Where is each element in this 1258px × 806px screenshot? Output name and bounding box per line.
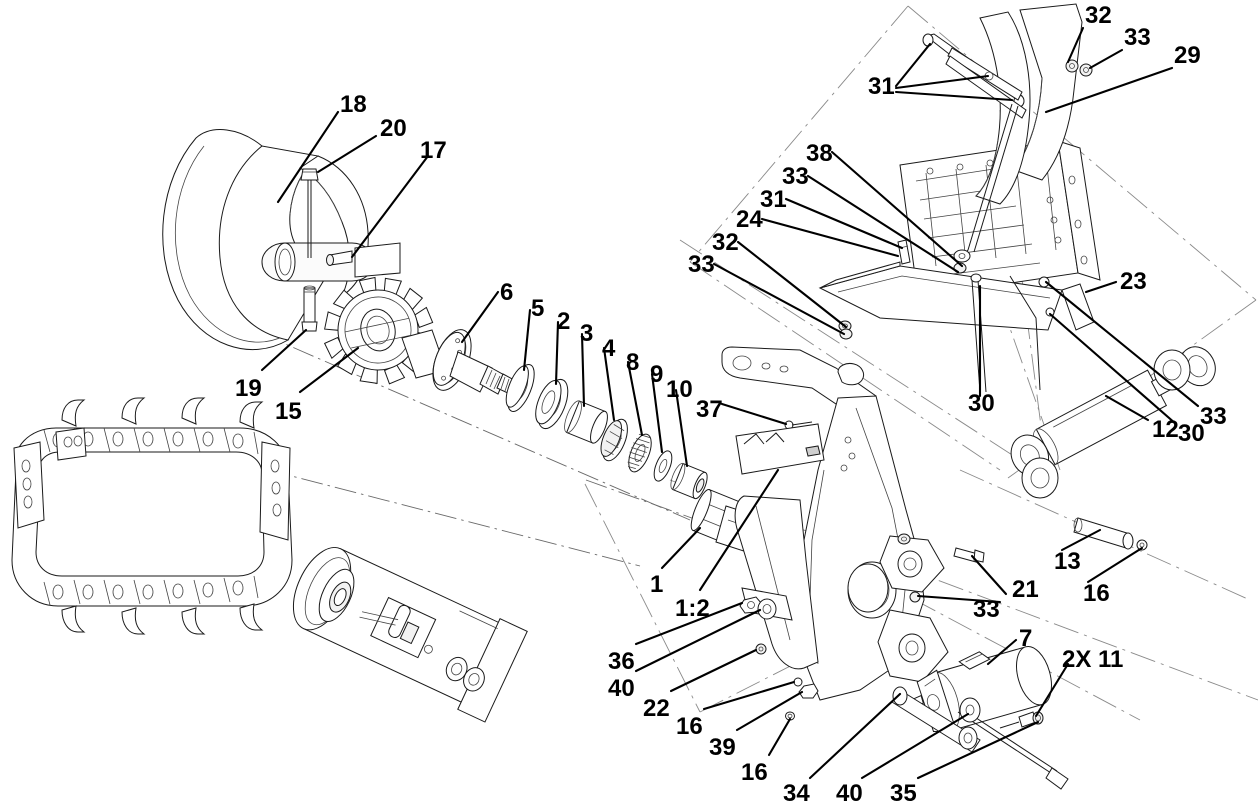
boom-tip-idler	[292, 547, 528, 723]
callout-1-2: 1:2	[675, 595, 710, 622]
auger-assembly	[162, 129, 401, 351]
callout-5: 5	[531, 295, 545, 322]
digging-chain	[11, 397, 293, 635]
callout-40-b: 40	[836, 780, 863, 806]
leader-lines	[260, 26, 1200, 780]
main-boom-frame	[721, 346, 949, 701]
callout-16-a: 16	[676, 713, 703, 740]
callout-32-b: 32	[712, 229, 739, 256]
callout-30-b: 30	[1178, 420, 1205, 447]
callout-36: 36	[608, 648, 635, 675]
callout-33-c: 33	[1200, 403, 1227, 430]
callout-40-a: 40	[608, 675, 635, 702]
callout-29: 29	[1174, 42, 1201, 69]
callout-10: 10	[666, 376, 693, 403]
callout-17: 17	[420, 137, 447, 164]
hydraulic-cylinder	[953, 346, 1216, 563]
callout-21: 21	[1012, 576, 1039, 603]
callout-31-b: 31	[760, 186, 787, 213]
callout-20: 20	[380, 115, 407, 142]
callout-33-d: 33	[973, 596, 1000, 623]
shaft-and-hub	[401, 329, 517, 395]
callout-8: 8	[626, 349, 640, 376]
backfill-blade-assembly	[818, 3, 1101, 393]
callout-23: 23	[1120, 268, 1147, 295]
callout-2x11: 2X 11	[1062, 646, 1124, 673]
callout-38: 38	[806, 140, 833, 167]
callout-12: 12	[1152, 416, 1179, 443]
callout-33-e: 33	[1124, 24, 1151, 51]
callout-34: 34	[783, 780, 810, 806]
callout-33-a: 33	[782, 163, 809, 190]
callout-15: 15	[275, 398, 302, 425]
callout-7: 7	[1019, 625, 1033, 652]
callout-30-a: 30	[968, 390, 995, 417]
callout-16-b: 16	[741, 759, 768, 786]
callout-33-b: 33	[688, 251, 715, 278]
callout-18: 18	[340, 91, 367, 118]
callout-3: 3	[580, 320, 594, 347]
callout-9: 9	[650, 361, 664, 388]
callout-31-a: 31	[868, 73, 895, 100]
callout-24: 24	[736, 206, 763, 233]
callout-22: 22	[643, 695, 670, 722]
callout-19: 19	[235, 375, 262, 402]
callout-35: 35	[890, 780, 917, 806]
callout-1: 1	[650, 571, 664, 598]
callout-16-c: 16	[1083, 580, 1110, 607]
callout-4: 4	[602, 335, 616, 362]
callout-39: 39	[709, 734, 736, 761]
callout-13: 13	[1054, 548, 1081, 575]
bottom-fasteners	[739, 533, 921, 721]
callout-32-a: 32	[1085, 2, 1112, 29]
callout-2: 2	[557, 308, 571, 335]
callout-37: 37	[696, 396, 723, 423]
callout-6: 6	[500, 279, 514, 306]
